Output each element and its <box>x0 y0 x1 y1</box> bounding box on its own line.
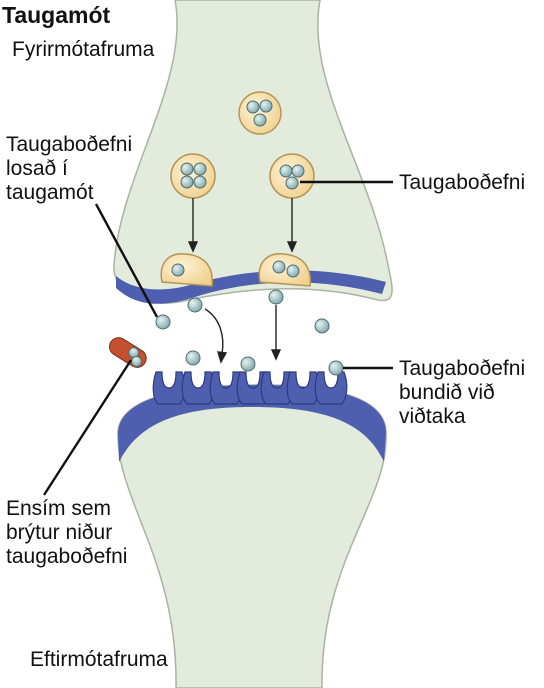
receptor <box>209 371 243 405</box>
released-label: Taugaboðefni losað í taugamót <box>6 133 133 204</box>
neurotransmitter-molecules <box>155 289 344 376</box>
enzyme-label: Ensím sem brýtur niður taugaboðefni <box>6 497 128 568</box>
vesicle <box>269 153 315 199</box>
postsynaptic-label: Eftirmótafruma <box>30 648 168 671</box>
callout-lines <box>42 180 393 496</box>
arrows <box>187 198 298 364</box>
vesicles <box>160 91 315 287</box>
fusing-vesicle <box>160 253 214 287</box>
vesicle <box>170 153 216 199</box>
receptor <box>286 371 320 405</box>
presynaptic-cell <box>113 0 393 304</box>
postsynaptic-cell <box>117 384 387 688</box>
receptor <box>236 371 270 405</box>
receptor <box>152 371 186 405</box>
receptor <box>181 371 215 405</box>
receptors <box>152 371 348 405</box>
bound-label: Taugaboðefni bundið við viðtaka <box>399 357 526 428</box>
presynaptic-membrane <box>116 270 386 304</box>
diagram-title: Taugamót <box>2 2 111 28</box>
receptor <box>260 371 294 405</box>
postsynaptic-membrane <box>118 385 386 462</box>
neurotransmitter-label: Taugaboðefni <box>399 171 526 194</box>
receptor <box>314 371 348 405</box>
presynaptic-label: Fyrirmótafruma <box>12 38 155 61</box>
enzyme <box>109 337 147 368</box>
vesicle <box>238 91 282 135</box>
